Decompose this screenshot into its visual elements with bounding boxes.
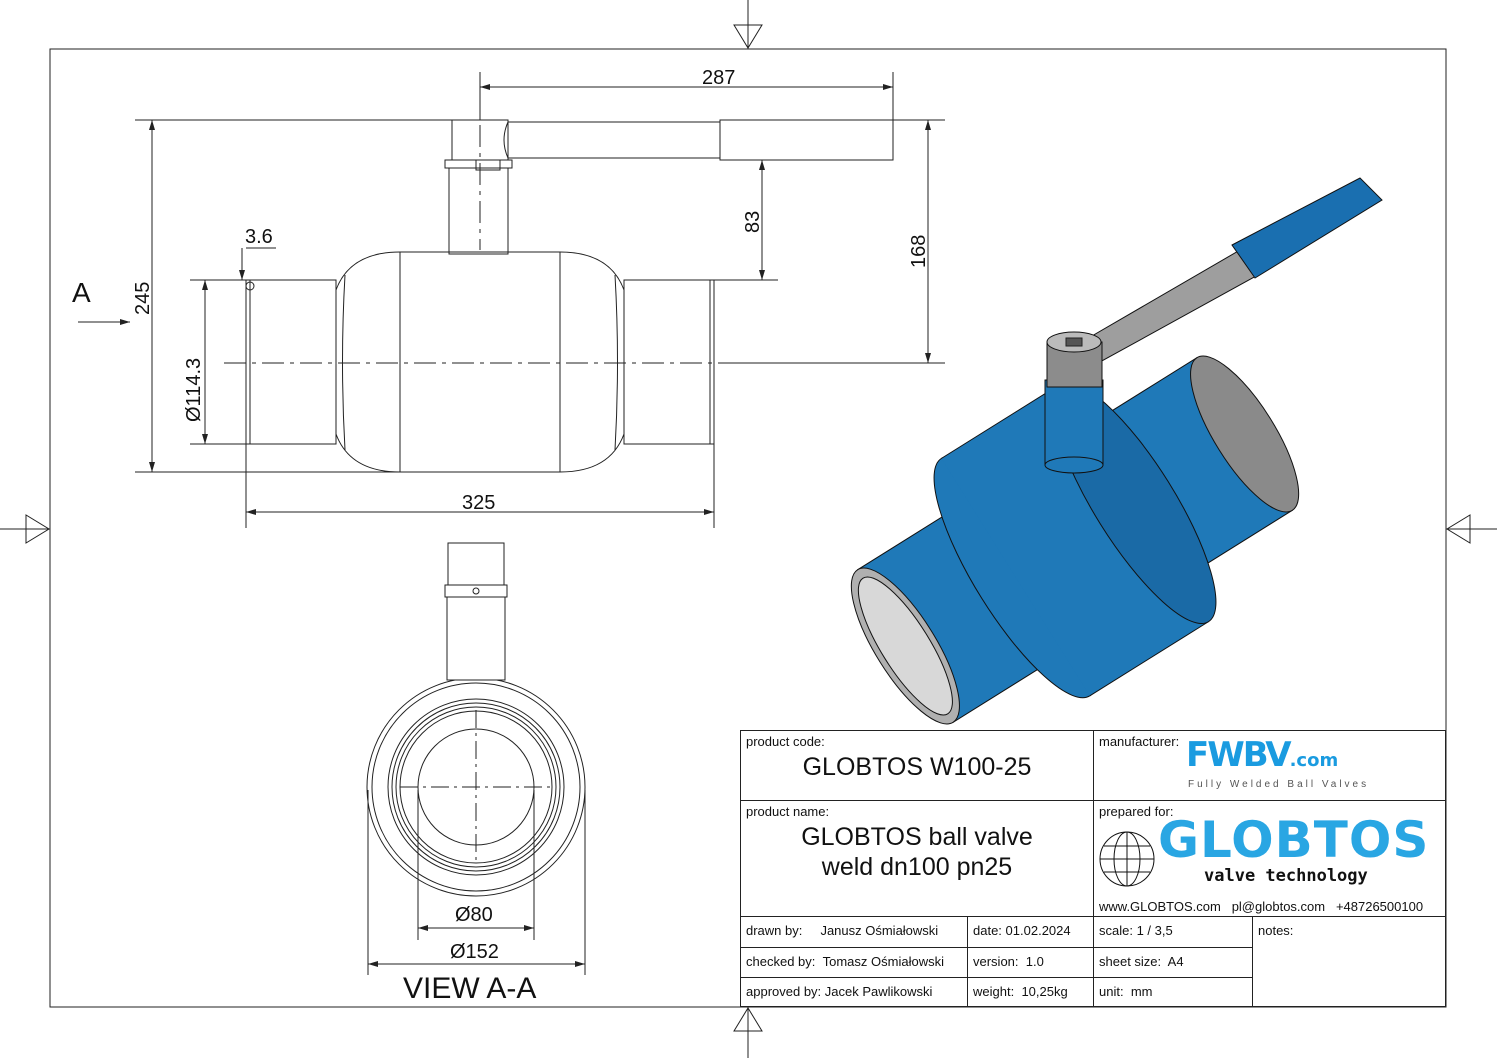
- version-cell: version: 1.0: [968, 948, 1094, 978]
- version: 1.0: [1025, 954, 1044, 969]
- view-label: VIEW A-A: [403, 972, 536, 1005]
- title-block: product code: GLOBTOS W100-25 manufactur…: [740, 730, 1446, 1007]
- section-view: [366, 542, 586, 975]
- dim-287: 287: [702, 67, 735, 89]
- dim-245: 245: [132, 282, 154, 315]
- front-view: [224, 119, 894, 473]
- prepared-for-cell: prepared for: GLOBTOS valve technology w…: [1094, 801, 1446, 917]
- product-name-label: product name:: [746, 804, 830, 819]
- dim-83: 83: [742, 211, 764, 233]
- drawn-by-cell: drawn by: Janusz Ośmiałowski: [741, 917, 968, 948]
- prepared-for-label: prepared for:: [1099, 804, 1174, 819]
- dim-body-od: Ø152: [450, 941, 499, 963]
- valve-3d-render: [850, 355, 1300, 725]
- manufacturer-logo: FWBV.com: [1186, 735, 1339, 775]
- dim-168: 168: [908, 235, 930, 268]
- website-link[interactable]: www.GLOBTOS.com: [1099, 899, 1221, 914]
- checked-by: Tomasz Ośmiałowski: [822, 954, 944, 969]
- client-logo: GLOBTOS: [1158, 811, 1430, 869]
- product-name-cell: product name: GLOBTOS ball valve weld dn…: [741, 801, 1094, 917]
- product-code-label: product code:: [746, 734, 825, 749]
- scale-cell: scale: 1 / 3,5: [1094, 917, 1253, 948]
- checked-by-cell: checked by: Tomasz Ośmiałowski: [741, 948, 968, 978]
- dim-325: 325: [462, 492, 495, 514]
- front-view-dimensions: [78, 72, 945, 528]
- valve-3d-stem: [1044, 177, 1383, 474]
- date-cell: date: 01.02.2024: [968, 917, 1094, 948]
- date: 01.02.2024: [1005, 923, 1071, 938]
- product-code: GLOBTOS W100-25: [802, 753, 1032, 781]
- sheet-size: A4: [1167, 954, 1184, 969]
- manufacturer-cell: manufacturer: FWBV.com Fully Welded Ball…: [1094, 731, 1446, 801]
- dim-bore: Ø80: [455, 904, 493, 926]
- phone: +48726500100: [1335, 899, 1424, 914]
- dim-wall: 3.6: [245, 226, 273, 248]
- weight: 10,25kg: [1021, 984, 1068, 999]
- scale: 1 / 3,5: [1136, 923, 1173, 938]
- manufacturer-tagline: Fully Welded Ball Valves: [1188, 779, 1370, 790]
- product-name-line2: weld dn100 pn25: [821, 853, 1013, 881]
- dim-pipe-od: Ø114.3: [183, 358, 205, 422]
- notes-label: notes:: [1258, 923, 1294, 938]
- product-name-line1: GLOBTOS ball valve: [801, 823, 1033, 851]
- approved-by-cell: approved by: Jacek Pawlikowski: [741, 978, 968, 1007]
- email-link[interactable]: pl@globtos.com: [1231, 899, 1326, 914]
- notes-cell: notes:: [1253, 917, 1446, 1007]
- weight-cell: weight: 10,25kg: [968, 978, 1094, 1007]
- contact-line: www.GLOBTOS.com pl@globtos.com +48726500…: [1099, 899, 1423, 914]
- unit-cell: unit: mm: [1094, 978, 1253, 1007]
- globe-logo-icon: [1099, 831, 1155, 887]
- unit: mm: [1130, 984, 1153, 999]
- manufacturer-label: manufacturer:: [1099, 734, 1180, 749]
- drawn-by: Janusz Ośmiałowski: [820, 923, 939, 938]
- product-code-cell: product code: GLOBTOS W100-25: [741, 731, 1094, 801]
- sheet-size-cell: sheet size: A4: [1094, 948, 1253, 978]
- view-marker-a: A: [72, 277, 91, 308]
- approved-by: Jacek Pawlikowski: [824, 984, 933, 999]
- client-tagline: valve technology: [1204, 866, 1368, 886]
